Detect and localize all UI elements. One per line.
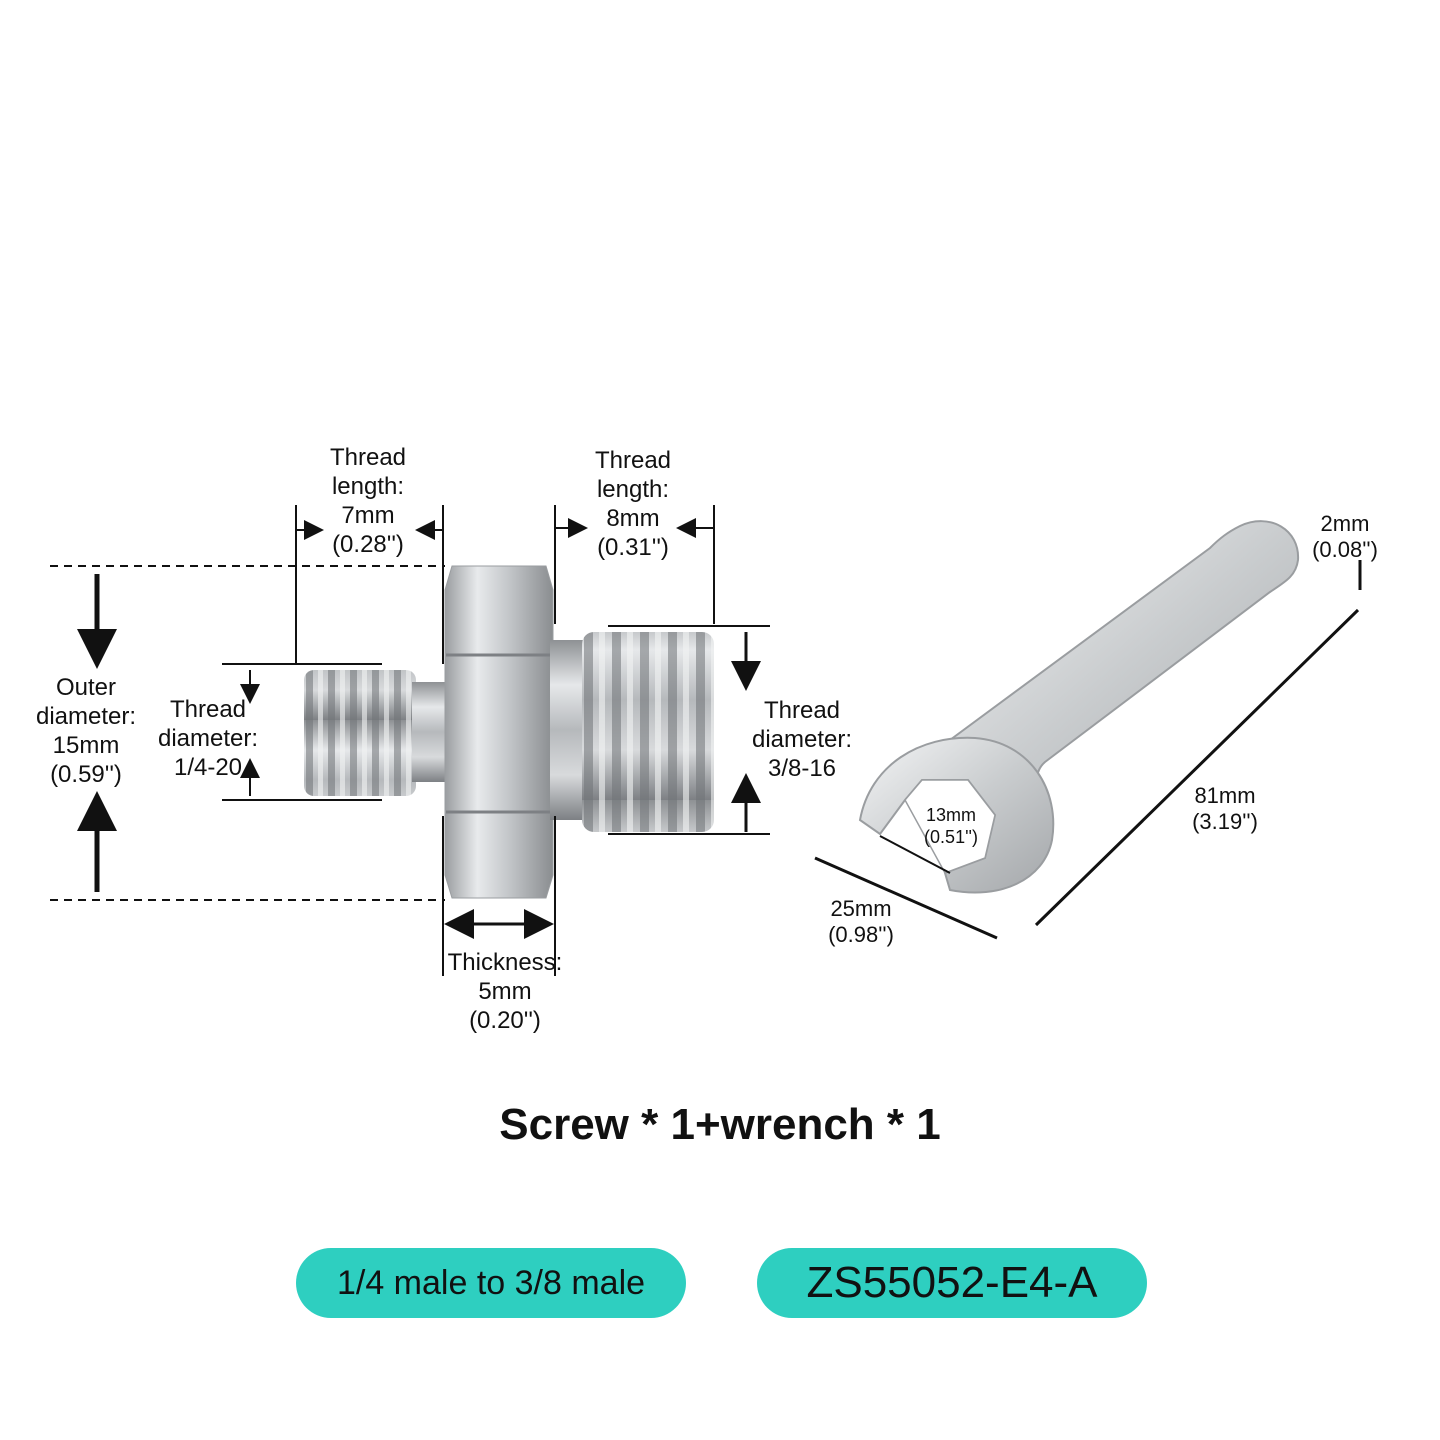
label-line: length: [331, 473, 405, 500]
wrench-width-label: 25mm (0.98'') [816, 896, 906, 948]
wrench-dimension-lines [814, 560, 1362, 940]
label-line: (0.98'') [828, 922, 894, 947]
thickness-label: Thickness: 5mm (0.20'') [440, 948, 570, 1035]
label-line: length: [596, 476, 670, 503]
label-line: (0.31'') [597, 534, 669, 561]
label-line: 13mm [925, 805, 976, 825]
label-line: 2mm [1320, 511, 1370, 536]
label-line: 3/8-16 [767, 755, 837, 782]
description-badge: 1/4 male to 3/8 male [296, 1248, 686, 1318]
left-thread [304, 670, 416, 796]
dimension-lines [50, 505, 770, 976]
label-line: 25mm [830, 896, 892, 921]
package-contents-title: Screw * 1+wrench * 1 [499, 1100, 941, 1149]
right-collar [550, 640, 588, 820]
wrench-length-label: 81mm (3.19'') [1180, 783, 1270, 835]
wrench-opening-label: 13mm (0.51'') [914, 804, 988, 848]
right-thread [582, 632, 714, 832]
label-line: 8mm [606, 505, 660, 532]
label-line: diameter: [751, 726, 853, 753]
left-thread-length-label: Thread length: 7mm (0.28'') [318, 443, 418, 559]
label-line: 5mm [478, 978, 532, 1005]
label-line: (0.20'') [469, 1007, 541, 1034]
label-line: diameter: [35, 703, 137, 730]
wrench [858, 520, 1300, 894]
label-line: Thread [329, 444, 407, 471]
outer-diameter-label: Outer diameter: 15mm (0.59'') [26, 673, 146, 789]
model-number-badge: ZS55052-E4-A [757, 1248, 1147, 1318]
label-line: (0.59'') [50, 761, 122, 788]
label-line: (0.28'') [332, 531, 404, 558]
label-line: Outer [55, 674, 117, 701]
label-line: 15mm [52, 732, 120, 759]
wrench-head [858, 736, 1055, 894]
label-line: (0.51'') [924, 827, 978, 847]
left-thread-diameter-label: Thread diameter: 1/4-20 [148, 695, 268, 782]
label-line: Thread [594, 447, 672, 474]
right-thread-diameter-label: Thread diameter: 3/8-16 [742, 696, 862, 783]
label-line: 81mm [1194, 783, 1256, 808]
label-line: 7mm [341, 502, 395, 529]
left-neck [412, 682, 450, 782]
label-line: diameter: [157, 725, 259, 752]
label-line: Thread [763, 697, 841, 724]
label-line: (0.08'') [1312, 537, 1378, 562]
label-line: 1/4-20 [173, 754, 243, 781]
right-thread-length-label: Thread length: 8mm (0.31'') [583, 446, 683, 562]
label-line: (3.19'') [1192, 809, 1258, 834]
label-line: Thickness: [447, 949, 563, 976]
screw-adapter [304, 565, 714, 899]
wrench-thickness-label: 2mm (0.08'') [1300, 511, 1390, 563]
hex-nut [444, 565, 554, 899]
label-line: Thread [169, 696, 247, 723]
